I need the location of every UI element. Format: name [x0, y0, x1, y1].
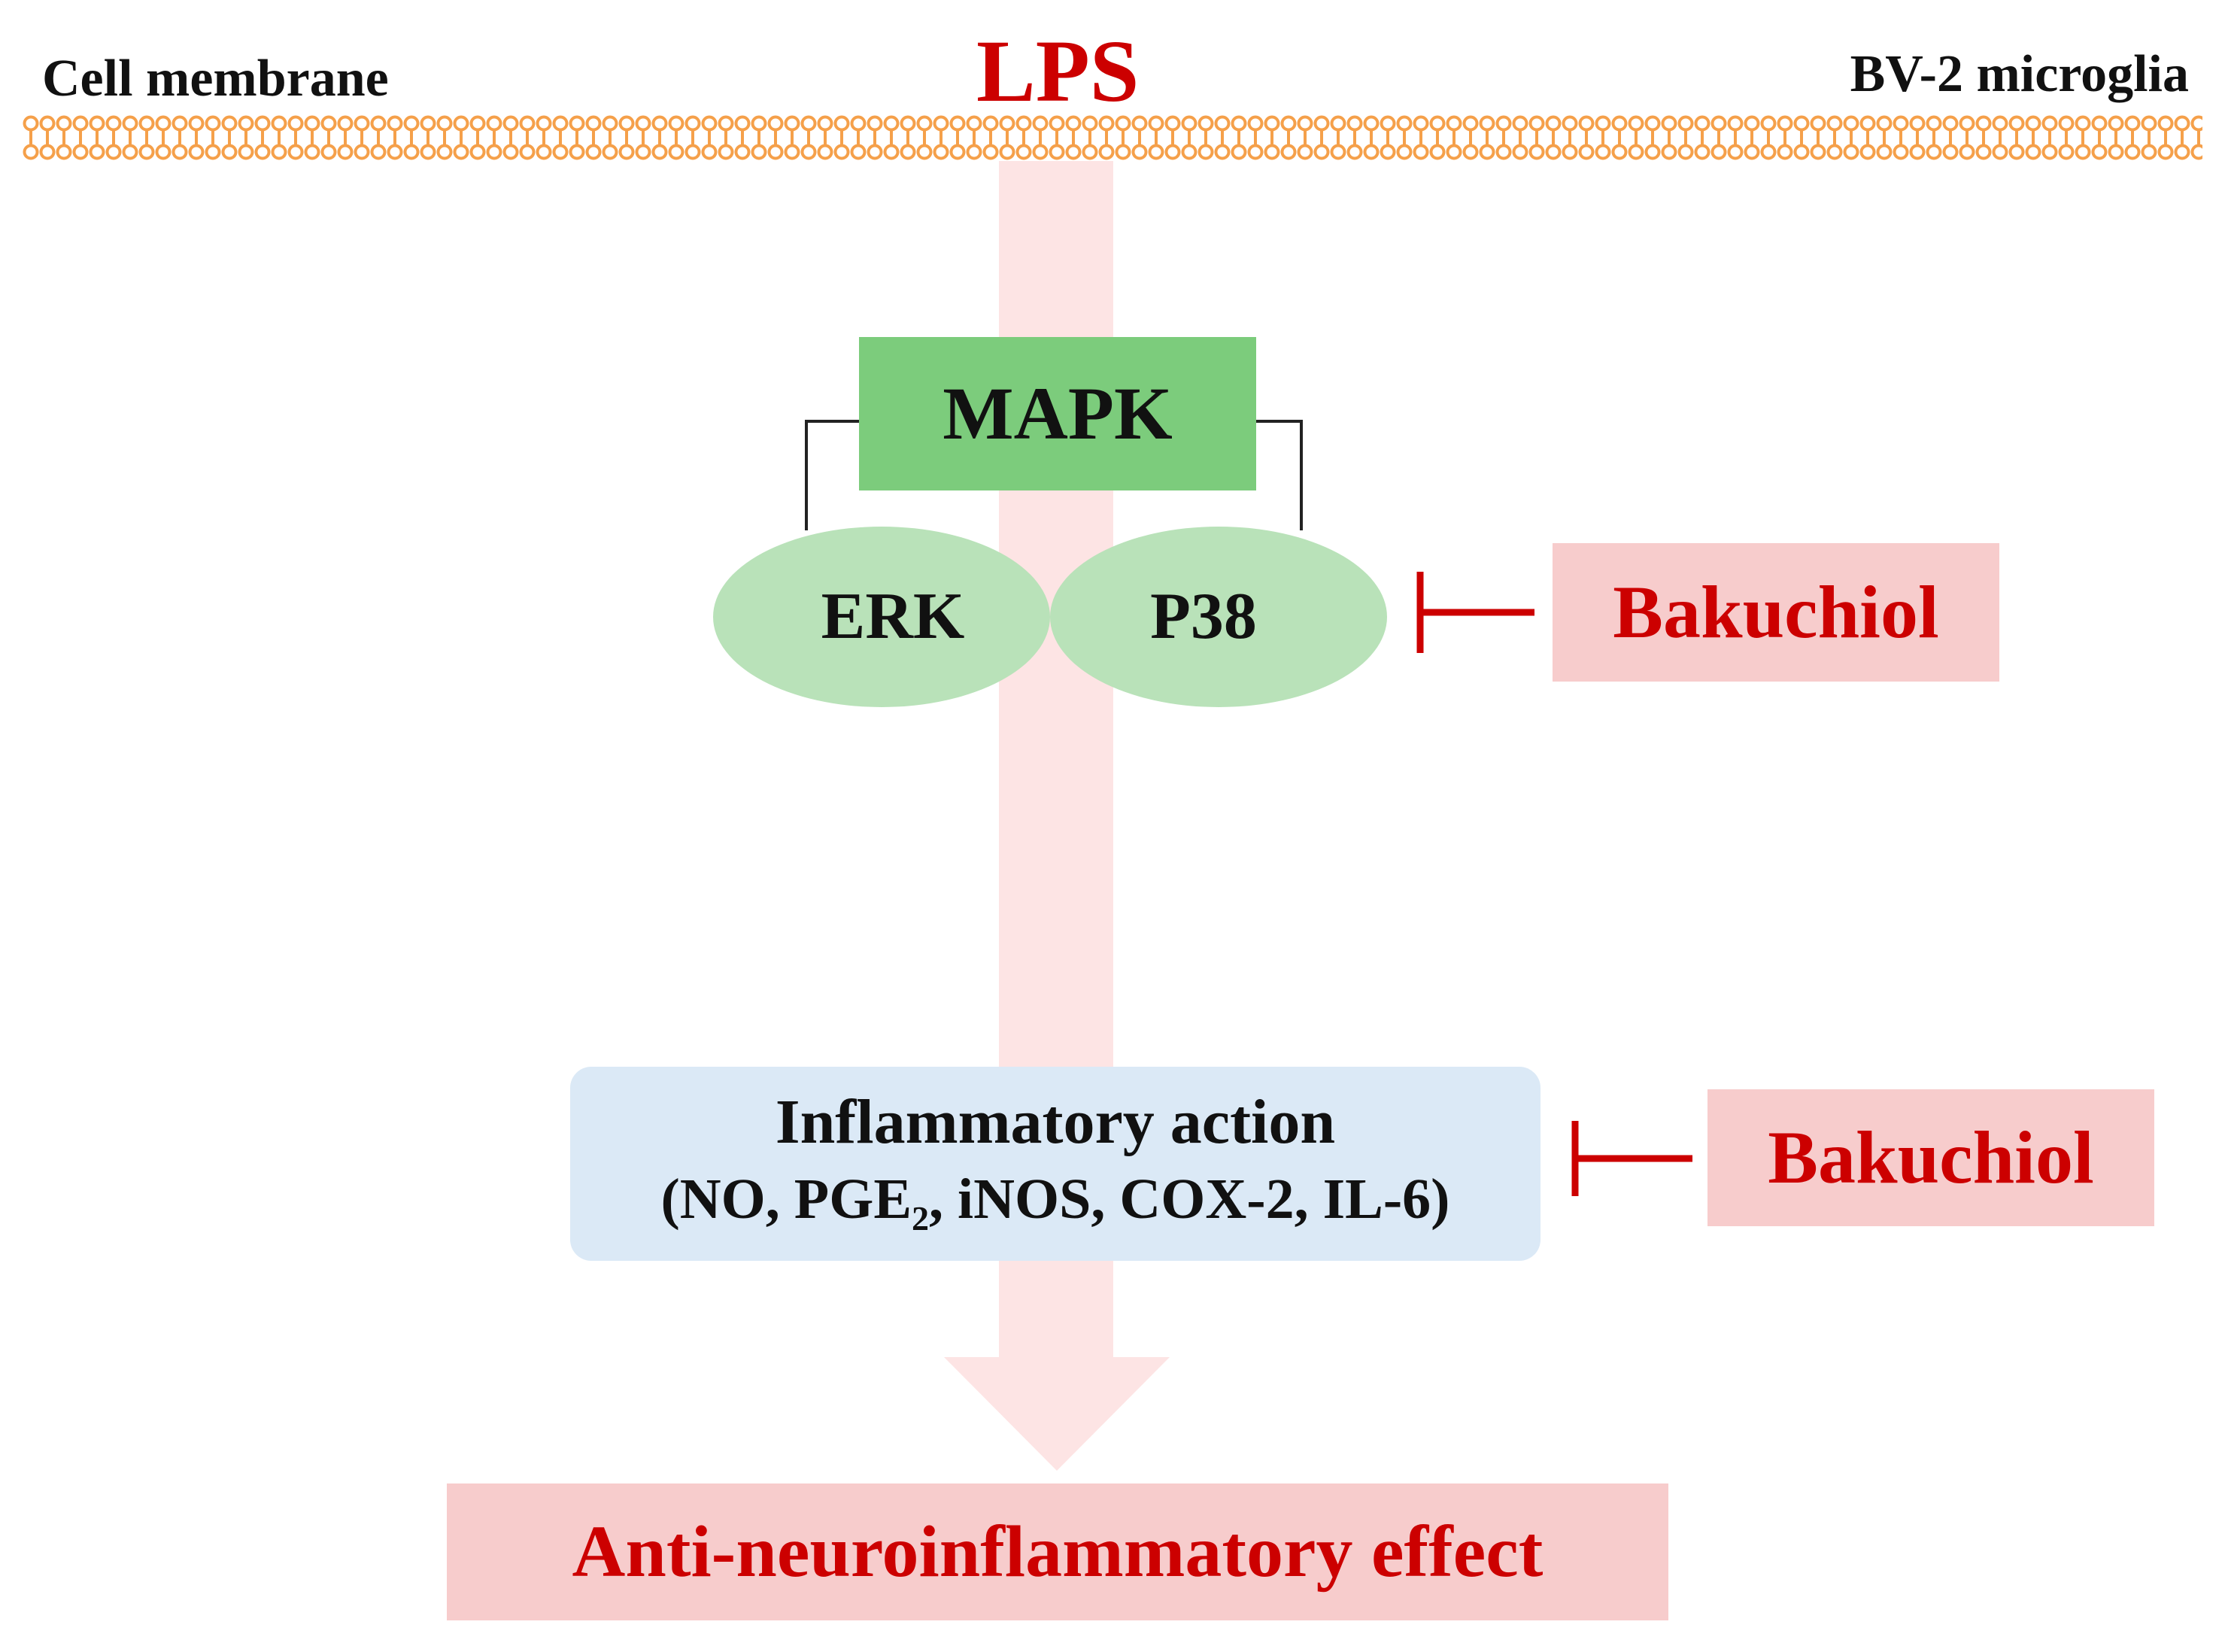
inhibit-inflammation-symbol: [1571, 1121, 1692, 1196]
bakuchiol-label-mapk: Bakuchiol: [1613, 570, 1939, 654]
mapk-label: MAPK: [943, 372, 1173, 455]
cell-membrane-label: Cell membrane: [42, 50, 389, 108]
outcome-box: Anti-neuroinflammatory effect: [447, 1483, 1668, 1620]
markers-suffix: , iNOS, COX-2, IL-6): [929, 1168, 1450, 1231]
p38-label: P38: [1150, 580, 1257, 653]
inhibit-mapk-symbol: [1416, 572, 1534, 653]
inflammatory-markers: (NO, PGE2, iNOS, COX-2, IL-6): [660, 1171, 1449, 1236]
bv2-microglia-label: BV-2 microglia: [1850, 45, 2189, 103]
markers-subscript: 2: [912, 1199, 930, 1238]
mapk-box: MAPK: [859, 337, 1256, 490]
bakuchiol-box-mapk: Bakuchiol: [1553, 543, 1999, 682]
bakuchiol-label-inflammation: Bakuchiol: [1768, 1116, 2094, 1199]
erk-label: ERK: [821, 580, 965, 653]
erk-node: ERK: [713, 527, 1050, 707]
outcome-label: Anti-neuroinflammatory effect: [572, 1511, 1544, 1593]
bakuchiol-box-inflammation: Bakuchiol: [1707, 1089, 2154, 1226]
inflammatory-action-title: Inflammatory action: [775, 1087, 1336, 1158]
p38-node: P38: [1050, 527, 1387, 707]
inflammatory-action-box: Inflammatory action (NO, PGE2, iNOS, COX…: [570, 1067, 1541, 1261]
markers-prefix: (NO, PGE: [660, 1168, 912, 1231]
lps-label: LPS: [976, 22, 1140, 120]
